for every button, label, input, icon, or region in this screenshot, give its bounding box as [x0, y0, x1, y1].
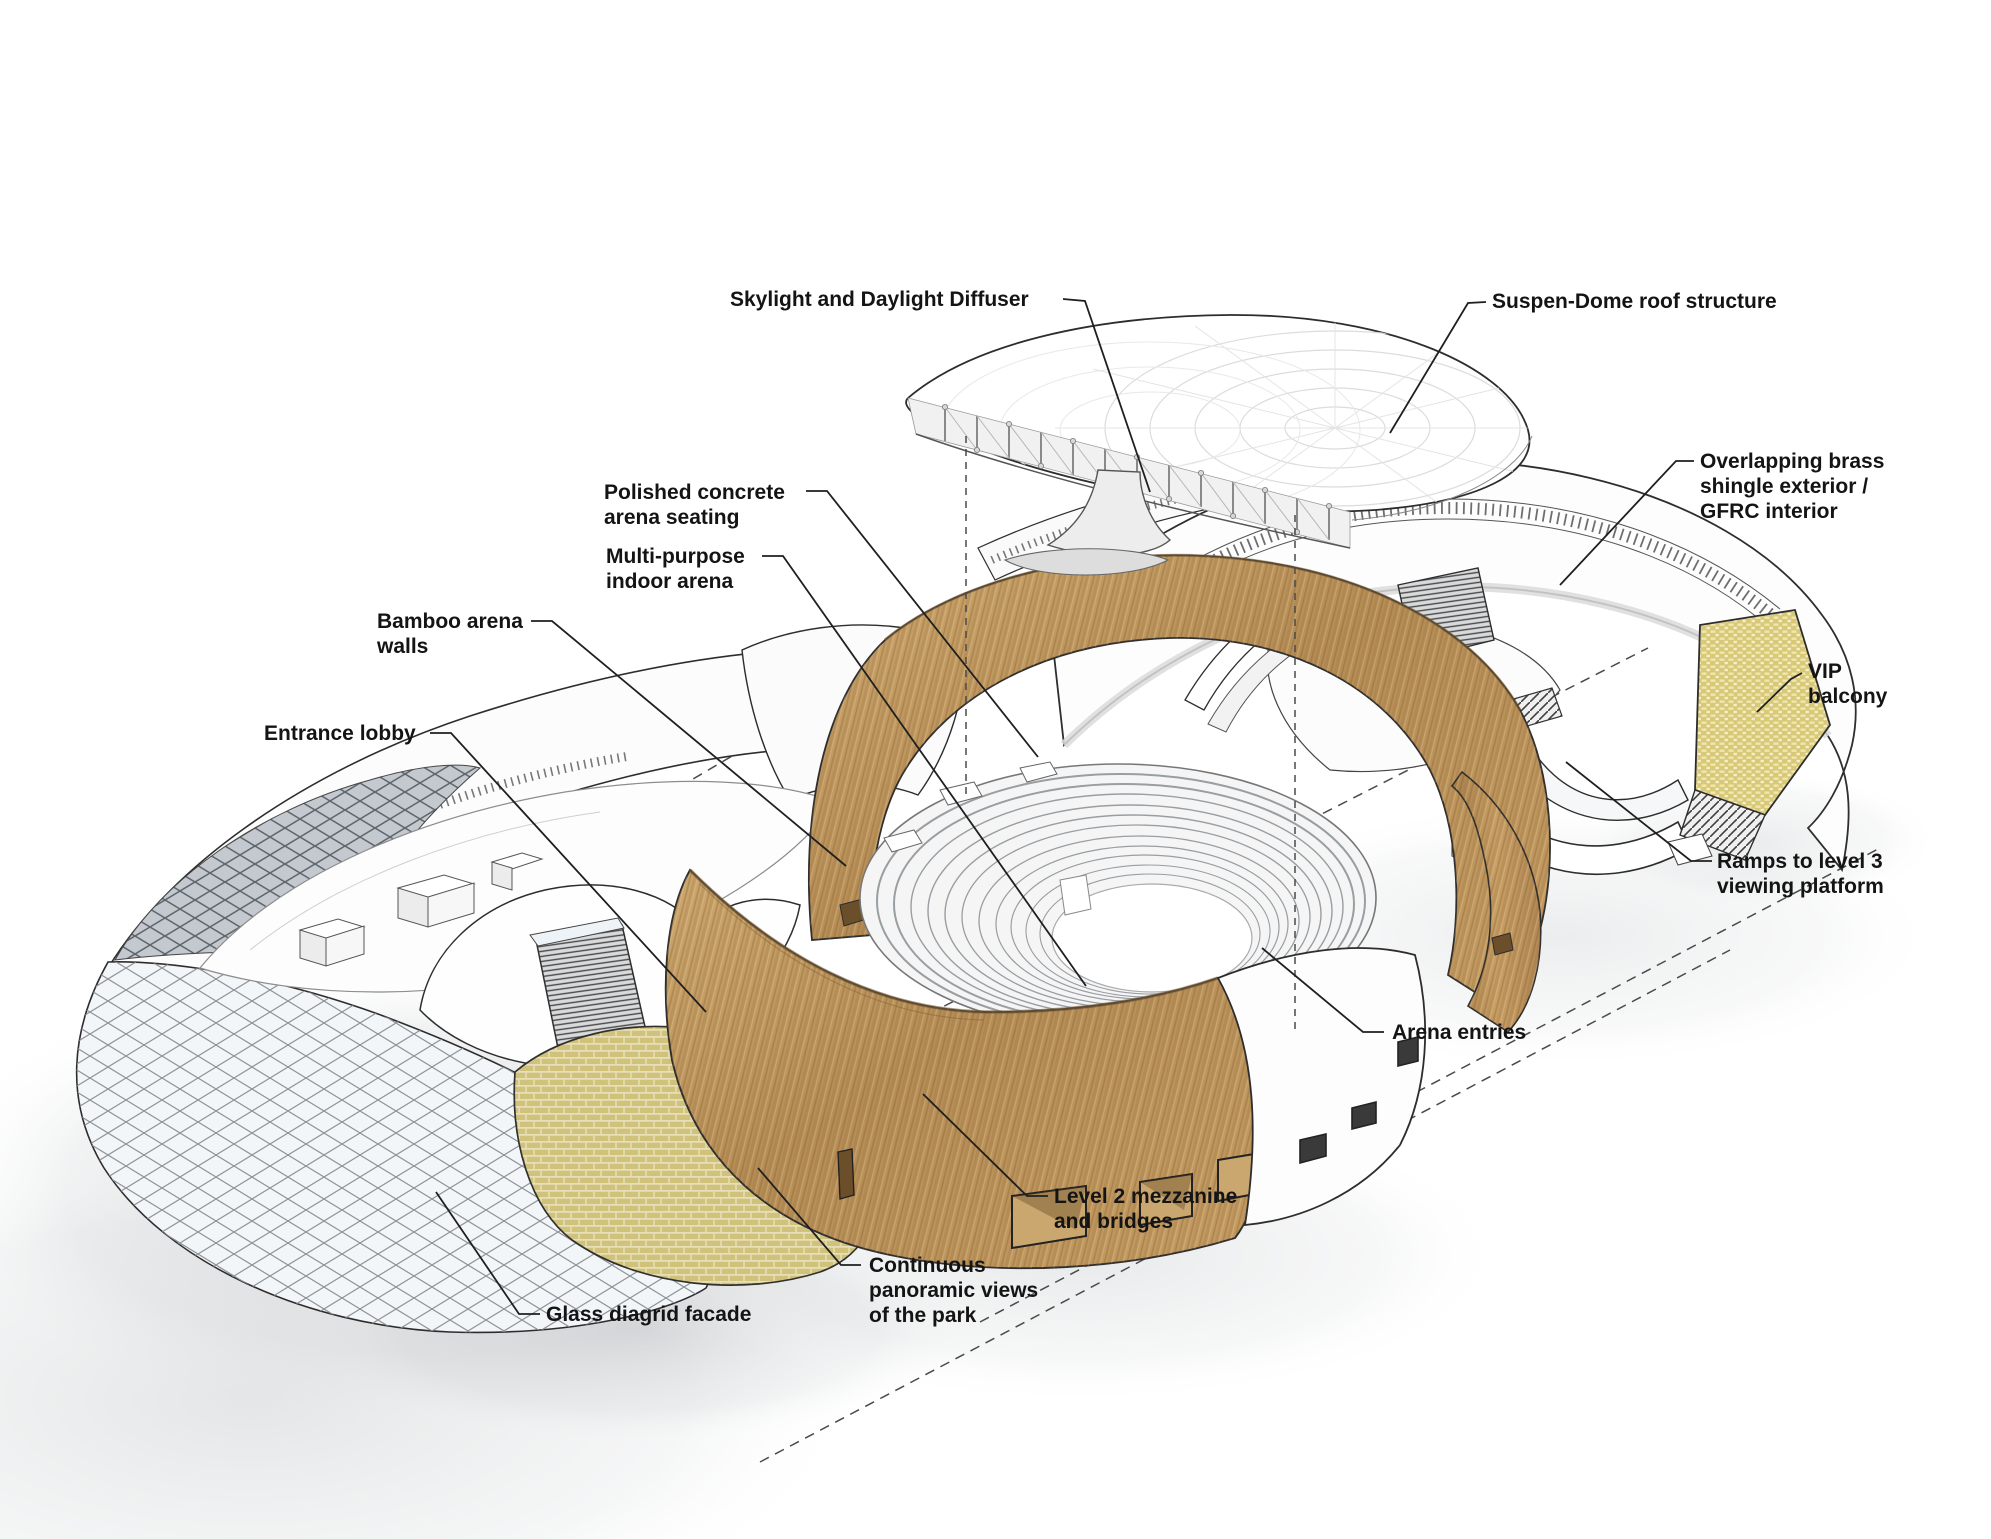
leader-suspen-dome	[1389, 301, 1487, 434]
bamboo-front-rim	[688, 868, 1219, 1014]
label-suspen-dome: Suspen-Dome roof structure	[1492, 290, 1777, 313]
front-wall-doors	[837, 1148, 1261, 1250]
arena-entry-wall	[1216, 947, 1427, 1227]
label-multi-purpose: Multi-purpose indoor arena	[606, 545, 745, 593]
label-skylight: Skylight and Daylight Diffuser	[730, 288, 1029, 311]
lobby-stair-rail	[529, 917, 625, 947]
label-entrance-lobby: Entrance lobby	[264, 722, 416, 745]
leader-bamboo-walls	[531, 620, 847, 867]
bamboo-front-rim-inner	[699, 883, 985, 1021]
leader-polished-concrete	[806, 490, 1039, 758]
leader-ramps	[1565, 761, 1712, 862]
glass-diagrid-pattern	[76, 961, 717, 1333]
leader-multi-purpose	[762, 555, 1087, 987]
bamboo-back-rim	[884, 553, 1522, 711]
label-glass-diagrid: Glass diagrid facade	[546, 1303, 752, 1326]
roof-assembly	[905, 314, 1533, 576]
concrete-seating-bowl	[859, 761, 1377, 1033]
vomitory	[883, 829, 923, 853]
label-panoramic-views: Continuous panoramic views of the park	[869, 1254, 1039, 1327]
funnel-base	[1003, 548, 1170, 576]
suspen-dome-geodesic	[939, 314, 1530, 512]
left-rim-railing-hatch	[187, 751, 631, 944]
label-ramps: Ramps to level 3 viewing platform	[1717, 850, 1884, 898]
vomitory	[939, 781, 983, 806]
stair-gap	[1059, 874, 1092, 916]
label-overlapping-brass: Overlapping brass shingle exterior / GFR…	[1700, 450, 1885, 523]
projection-lines	[965, 436, 1296, 1032]
vip-stair-box	[1667, 833, 1713, 866]
center-arena	[664, 553, 1551, 1270]
leader-level2-mezzanine	[922, 1093, 1048, 1197]
ramp-inner	[1498, 735, 1689, 821]
label-vip-balcony: VIP balcony	[1808, 660, 1888, 708]
vip-brass-patch	[1694, 608, 1831, 817]
leader-skylight	[1062, 298, 1151, 493]
roof-edge-thickness	[1351, 435, 1533, 521]
lobby-floor-line	[249, 811, 601, 951]
truss-diagonals	[944, 406, 1330, 541]
vomitory	[1019, 761, 1058, 783]
label-bamboo-walls: Bamboo arena walls	[377, 610, 523, 658]
label-polished-concrete: Polished concrete arena seating	[604, 481, 785, 529]
bamboo-flap-grain	[1452, 772, 1541, 1032]
leader-panoramic-views	[757, 1167, 861, 1266]
leader-overlapping-brass	[1559, 460, 1694, 586]
label-level2-mezzanine: Level 2 mezzanine and bridges	[1054, 1185, 1238, 1233]
bamboo-back-grain	[808, 555, 1551, 1008]
label-arena-entries: Arena entries	[1392, 1021, 1527, 1044]
arena-entry-doors	[1299, 1035, 1419, 1165]
wall-opening	[1491, 932, 1514, 956]
leader-entrance-lobby	[430, 732, 707, 1013]
leader-vip-balcony	[1756, 672, 1803, 713]
leader-lines	[430, 298, 1803, 1315]
kiosk-boxes	[298, 852, 544, 967]
leader-glass-diagrid	[435, 1191, 540, 1315]
leader-arena-entries	[1261, 947, 1384, 1033]
bamboo-front-grain	[665, 870, 1264, 1269]
truss-posts	[944, 407, 1330, 540]
